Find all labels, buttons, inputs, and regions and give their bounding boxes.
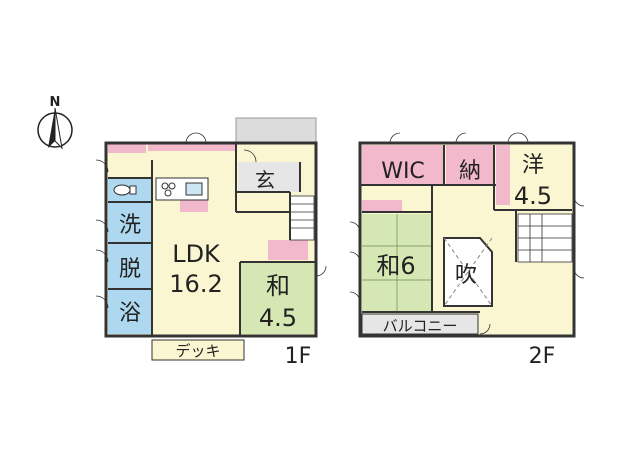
room-label-ldk: LDK <box>172 240 221 268</box>
wic-area <box>362 145 444 185</box>
storage-area <box>446 145 494 185</box>
north-label: N <box>50 95 61 110</box>
wash-area <box>108 202 152 242</box>
room-size-washitsu-1f: 4.5 <box>259 304 297 332</box>
room-label-fukinuke: 吹 <box>455 263 477 288</box>
floor2-outline <box>358 141 576 338</box>
room-size-youshitsu: 4.5 <box>514 182 552 210</box>
pink-top-left <box>108 143 146 153</box>
room-label-washitsu-1f: 和 <box>266 272 290 300</box>
fukinuke-void <box>443 237 493 307</box>
room-size-ldk: 16.2 <box>169 270 222 298</box>
stairs-1f <box>289 195 315 241</box>
dressing-area <box>108 244 152 288</box>
room-label-dressing: 脱 <box>119 257 141 282</box>
floor1-plan: 玄 洗 脱 浴 LDK 16.2 和 4.5 デッキ 1F <box>95 117 327 369</box>
entrance-hall <box>238 162 300 192</box>
closet-strip-2 <box>362 200 402 212</box>
storage-strip-top <box>148 143 236 151</box>
bath-area <box>108 290 152 334</box>
room-label-deck: デッキ <box>175 342 220 360</box>
north-compass-icon: N <box>37 95 73 150</box>
toilet-icon <box>113 184 131 196</box>
storage-strip-mid <box>180 200 208 212</box>
deck <box>151 339 245 361</box>
room-label-washroom: 洗 <box>119 213 141 238</box>
floor1-outline <box>104 141 318 338</box>
room-label-wic: WIC <box>381 159 425 184</box>
room-label-storage: 納 <box>459 159 481 184</box>
room-label-entrance: 玄 <box>255 168 275 192</box>
stairs-2f <box>517 213 573 263</box>
room-label-balcony: バルコニー <box>383 317 458 335</box>
floor2-plan: WIC 納 洋 4.5 和6 吹 バルコニー 2F <box>349 132 585 369</box>
floor-label-2f: 2F <box>529 344 556 369</box>
floor-label-1f: 1F <box>285 344 312 369</box>
storage-strip-1f <box>268 240 308 260</box>
washitsu-1f-area <box>240 262 316 334</box>
room-label-washitsu-2f: 和6 <box>376 252 415 280</box>
balcony <box>361 313 479 335</box>
closet-strip <box>496 145 510 205</box>
room-label-bath: 浴 <box>119 301 141 326</box>
room-label-youshitsu: 洋 <box>522 153 544 178</box>
